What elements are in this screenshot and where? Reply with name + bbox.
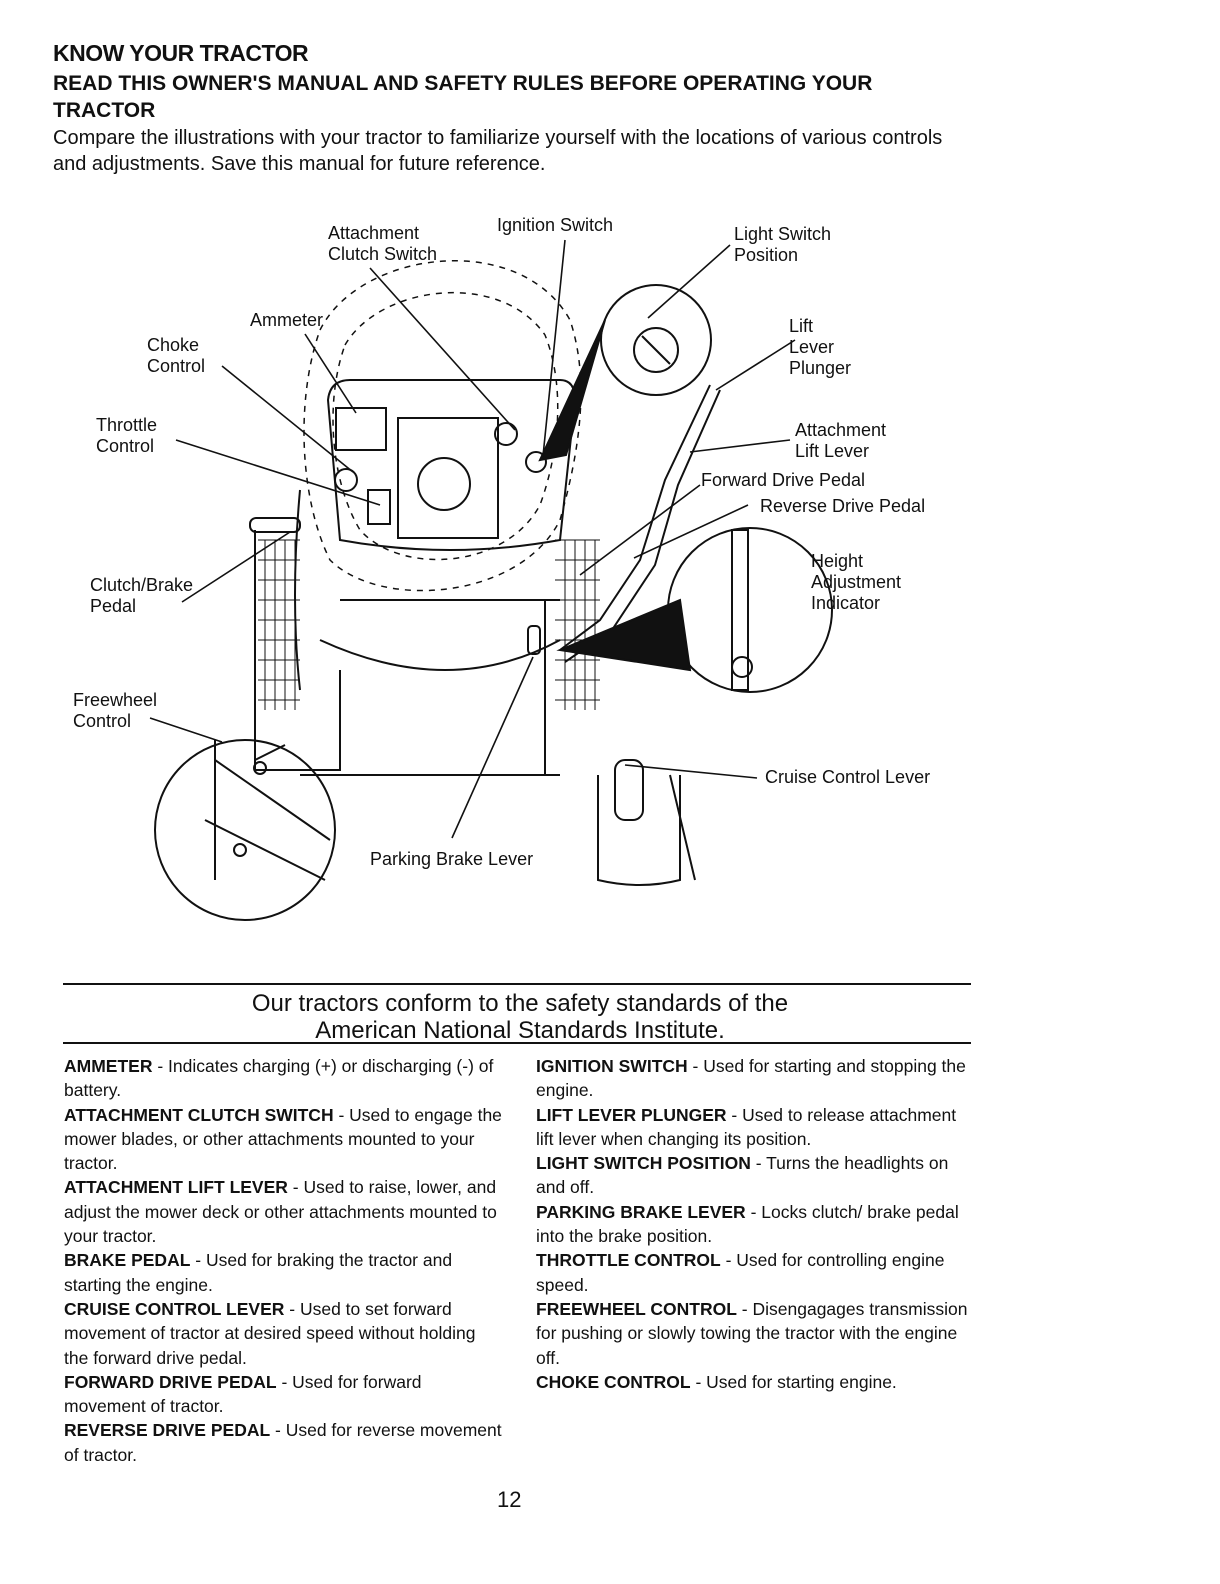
label-attachment-lift-lever: Attachment Lift Lever bbox=[795, 420, 887, 461]
top-divider bbox=[63, 983, 971, 985]
ammeter-gauge bbox=[335, 407, 387, 451]
definition-item: REVERSE DRIVE PEDAL - Used for reverse m… bbox=[64, 1420, 502, 1465]
definition-item: CRUISE CONTROL LEVER - Used to set forwa… bbox=[64, 1298, 476, 1368]
definition-item: CHOKE CONTROL - Used for starting engine… bbox=[536, 1371, 897, 1392]
definitions-right-column: IGNITION SWITCH - Used for starting and … bbox=[536, 1054, 976, 1394]
standards-notice: Our tractors conform to the safety stand… bbox=[120, 990, 920, 1044]
definition-item: LIFT LEVER PLUNGER - Used to release att… bbox=[536, 1104, 957, 1149]
definition-item: ATTACHMENT CLUTCH SWITCH - Used to engag… bbox=[64, 1104, 502, 1174]
dash-panel-shape bbox=[326, 379, 577, 551]
label-light-switch-position: Light Switch Position bbox=[734, 224, 832, 265]
label-cruise-control-lever: Cruise Control Lever bbox=[765, 767, 931, 787]
intro-paragraph: Compare the illustrations with your trac… bbox=[53, 127, 943, 175]
page-number: 12 bbox=[497, 1487, 522, 1512]
definition-item: THROTTLE CONTROL - Used for controlling … bbox=[536, 1250, 945, 1295]
definitions-left-column: AMMETER - Indicates charging (+) or disc… bbox=[64, 1054, 504, 1467]
definition-item: BRAKE PEDAL - Used for braking the tract… bbox=[64, 1250, 453, 1295]
bottom-divider bbox=[63, 1042, 971, 1044]
label-attachment-clutch-switch: Attachment Clutch Switch bbox=[328, 223, 438, 264]
definition-item: IGNITION SWITCH - Used for starting and … bbox=[536, 1056, 966, 1101]
label-throttle-control: Throttle Control bbox=[96, 415, 158, 456]
definition-item: PARKING BRAKE LEVER - Locks clutch/ brak… bbox=[536, 1201, 959, 1247]
label-freewheel-control: Freewheel Control bbox=[73, 690, 158, 731]
label-parking-brake-lever: Parking Brake Lever bbox=[370, 849, 534, 869]
safety-subheading: READ THIS OWNER'S MANUAL AND SAFETY RULE… bbox=[53, 72, 873, 122]
definition-item: AMMETER - Indicates charging (+) or disc… bbox=[64, 1056, 494, 1101]
label-lift-lever-plunger: Lift Lever Plunger bbox=[789, 316, 852, 378]
standards-line-1: Our tractors conform to the safety stand… bbox=[251, 990, 789, 1017]
definition-item: FREEWHEEL CONTROL - Disengagages transmi… bbox=[536, 1298, 968, 1368]
standards-line-2: American National Standards Institute. bbox=[315, 1017, 725, 1044]
label-reverse-drive-pedal: Reverse Drive Pedal bbox=[760, 496, 926, 516]
label-choke-control: Choke Control bbox=[147, 335, 206, 376]
label-ammeter: Ammeter bbox=[250, 310, 324, 330]
definition-item: LIGHT SWITCH POSITION - Turns the headli… bbox=[536, 1153, 949, 1198]
definition-item: ATTACHMENT LIFT LEVER - Used to raise, l… bbox=[64, 1177, 497, 1247]
definition-item: FORWARD DRIVE PEDAL - Used for forward m… bbox=[64, 1371, 422, 1417]
page-heading: KNOW YOUR TRACTOR bbox=[53, 40, 309, 66]
tractor-controls-illustration bbox=[149, 239, 833, 921]
label-ignition-switch: Ignition Switch bbox=[497, 215, 614, 235]
label-height-adjustment-indicator: Height Adjustment Indicator bbox=[811, 551, 902, 613]
label-clutch-brake-pedal: Clutch/Brake Pedal bbox=[90, 575, 194, 616]
label-forward-drive-pedal: Forward Drive Pedal bbox=[701, 470, 866, 490]
